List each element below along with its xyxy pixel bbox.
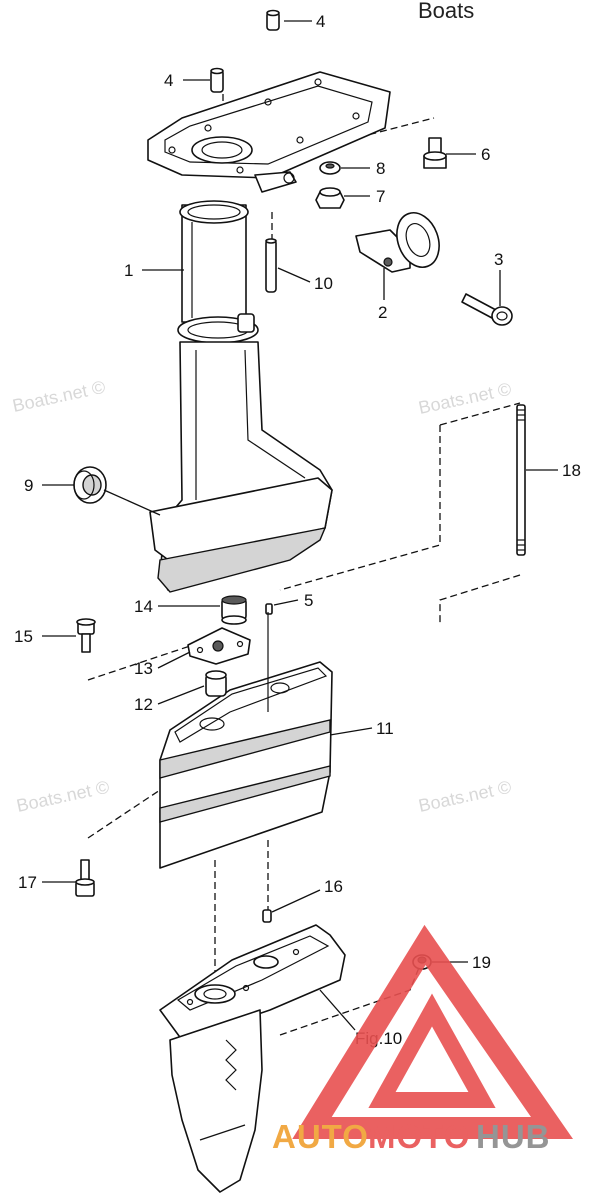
logo-word-hub: HUB bbox=[476, 1118, 551, 1155]
callout-12: 12 bbox=[134, 695, 153, 714]
callout-9: 9 bbox=[24, 476, 33, 495]
bolt-15 bbox=[76, 618, 96, 653]
assembly-lines bbox=[87, 94, 521, 1036]
callout-14: 14 bbox=[134, 597, 153, 616]
bolt-17 bbox=[75, 859, 95, 897]
callout-19: 19 bbox=[472, 953, 491, 972]
bolt-6 bbox=[423, 137, 447, 169]
watermark-top: Boats bbox=[418, 0, 474, 23]
logo-word-auto: AUTO bbox=[272, 1118, 369, 1155]
callout-5: 5 bbox=[304, 591, 313, 610]
gearcase bbox=[159, 924, 346, 1193]
upper-casing bbox=[147, 71, 391, 593]
watermark-right-lower: Boats.net © bbox=[417, 777, 513, 816]
automotohub-logo: AUTO MOTO HUB bbox=[272, 924, 574, 1155]
bolt-3 bbox=[461, 293, 513, 326]
logo-triangle-inner bbox=[368, 993, 496, 1108]
stud-18 bbox=[516, 404, 526, 556]
callout-8: 8 bbox=[376, 159, 385, 178]
callout-3: 3 bbox=[494, 250, 503, 269]
collar-12 bbox=[205, 670, 227, 697]
callout-4-top: 4 bbox=[316, 12, 325, 31]
grommet-9 bbox=[73, 466, 107, 504]
nut-7 bbox=[315, 187, 345, 209]
bushing-14 bbox=[221, 595, 247, 625]
callout-13: 13 bbox=[134, 659, 153, 678]
pin-16 bbox=[262, 909, 272, 923]
callout-7: 7 bbox=[376, 187, 385, 206]
pin-5 bbox=[265, 603, 273, 615]
watermark-right-upper: Boats.net © bbox=[417, 379, 513, 418]
callout-10: 10 bbox=[314, 274, 333, 293]
callout-2: 2 bbox=[378, 303, 387, 322]
logo-triangle-outer bbox=[292, 924, 574, 1139]
callout-16: 16 bbox=[324, 877, 343, 896]
pin-4-upper bbox=[210, 67, 224, 93]
clamp-bracket bbox=[355, 212, 440, 273]
callout-15: 15 bbox=[14, 627, 33, 646]
watermark-left-upper: Boats.net © bbox=[11, 377, 107, 416]
callout-18: 18 bbox=[562, 461, 581, 480]
watermark-left-lower: Boats.net © bbox=[15, 777, 111, 816]
casing-extension-11 bbox=[159, 612, 333, 869]
callout-11: 11 bbox=[376, 719, 394, 738]
plate-13 bbox=[187, 627, 251, 665]
pin-4-top bbox=[266, 9, 280, 31]
rod-10 bbox=[265, 238, 277, 293]
callout-6: 6 bbox=[481, 145, 490, 164]
logo-word-moto: MOTO bbox=[368, 1118, 470, 1155]
callout-17: 17 bbox=[18, 873, 37, 892]
callout-1: 1 bbox=[124, 261, 133, 280]
callout-4-upper: 4 bbox=[164, 71, 173, 90]
washer-8 bbox=[319, 161, 341, 175]
callout-numbers: 4 4 6 8 7 1 10 2 3 9 18 5 14 15 13 12 11… bbox=[14, 12, 581, 1048]
